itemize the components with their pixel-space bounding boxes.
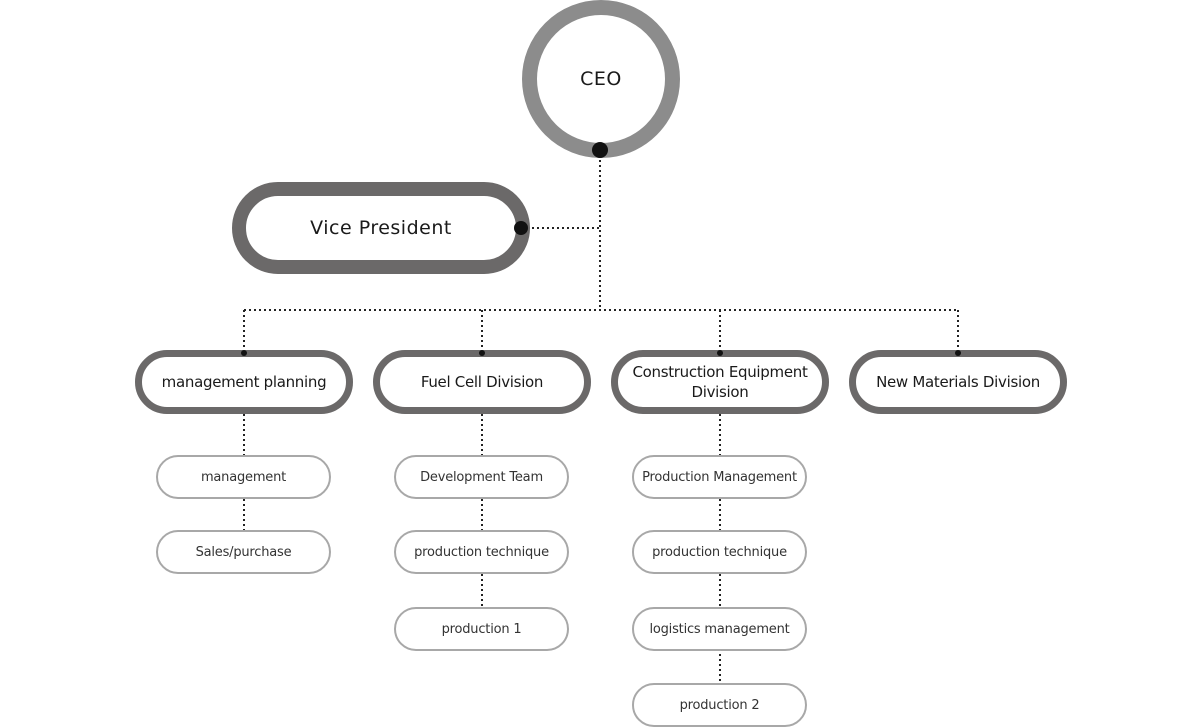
division-junction-dot-2 xyxy=(479,350,485,356)
ceo-junction-dot xyxy=(592,142,608,158)
division-junction-dot-4 xyxy=(955,350,961,356)
team-label: production 2 xyxy=(679,697,760,713)
ceo-label: CEO xyxy=(580,68,622,90)
division-label: management planning xyxy=(161,373,327,391)
division-junction-dot-3 xyxy=(717,350,723,356)
team-sales-purchase: Sales/purchase xyxy=(156,530,331,574)
team-production-technique-construction: production technique xyxy=(632,530,807,574)
team-label: Sales/purchase xyxy=(195,544,292,560)
vice-president-label: Vice President xyxy=(310,217,452,239)
team-production-2: production 2 xyxy=(632,683,807,727)
team-label: Development Team xyxy=(420,469,543,485)
team-label: production technique xyxy=(414,544,549,560)
team-logistics-management: logistics management xyxy=(632,607,807,651)
team-label: Production Management xyxy=(642,469,797,485)
team-production-1: production 1 xyxy=(394,607,569,651)
team-production-technique-fuel: production technique xyxy=(394,530,569,574)
vp-junction-dot xyxy=(514,221,528,235)
team-label: production technique xyxy=(652,544,787,560)
team-production-management: Production Management xyxy=(632,455,807,499)
team-label: production 1 xyxy=(441,621,522,637)
team-label: logistics management xyxy=(649,621,790,637)
division-label: Construction Equipment Division xyxy=(632,363,808,401)
team-management: management xyxy=(156,455,331,499)
team-development: Development Team xyxy=(394,455,569,499)
division-label: Fuel Cell Division xyxy=(420,373,544,391)
team-label: management xyxy=(200,469,287,485)
division-junction-dot-1 xyxy=(241,350,247,356)
division-label: New Materials Division xyxy=(876,373,1040,391)
division-fuel-cell: Fuel Cell Division xyxy=(373,350,591,414)
